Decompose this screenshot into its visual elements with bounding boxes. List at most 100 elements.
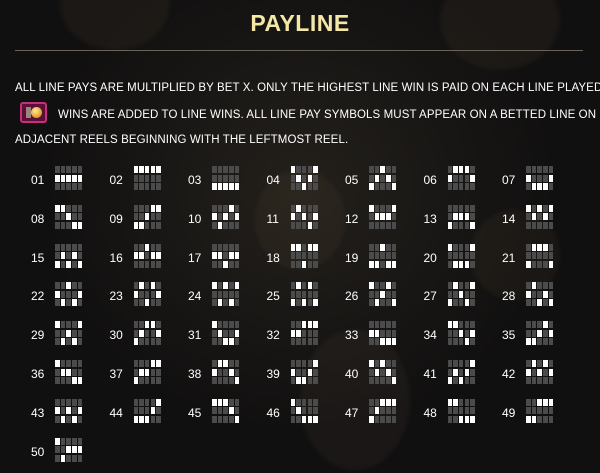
payline-cell-active — [537, 368, 542, 376]
payline-cell — [77, 213, 83, 221]
payline-cell-active — [380, 213, 385, 221]
payline-cell — [66, 221, 71, 229]
payline-cell-active — [453, 213, 458, 221]
payline-cell — [374, 398, 380, 406]
payline-cell — [548, 166, 554, 173]
payline-cell — [531, 166, 537, 173]
payline-cell — [223, 290, 228, 298]
payline-cell — [150, 174, 156, 182]
payline-cell — [307, 260, 313, 268]
payline-pattern — [133, 243, 162, 272]
payline-cell-active — [217, 329, 223, 337]
payline-cell-active — [229, 338, 234, 346]
payline-21: 21 — [502, 243, 582, 272]
payline-cell — [526, 282, 531, 290]
payline-cell — [60, 243, 66, 251]
payline-cell-active — [531, 183, 537, 190]
payline-cell — [77, 368, 83, 376]
payline-cell-active — [77, 260, 83, 268]
payline-cell-active — [391, 377, 397, 384]
payline-cell-active — [290, 368, 295, 376]
payline-cell-active — [212, 282, 217, 290]
payline-cell — [66, 437, 71, 445]
payline-cell — [212, 299, 217, 307]
payline-cell — [55, 213, 60, 221]
payline-cell-active — [531, 338, 537, 346]
payline-cell-active — [234, 377, 240, 384]
payline-cell — [391, 360, 397, 367]
payline-cell — [470, 213, 475, 221]
payline-cell — [526, 299, 531, 307]
payline-cell — [464, 329, 470, 337]
payline-cell — [229, 213, 234, 221]
payline-cell — [307, 290, 313, 298]
payline-cell-active — [66, 368, 71, 376]
payline-cell — [156, 243, 161, 251]
payline-cell-active — [301, 415, 307, 423]
payline-cell — [72, 360, 77, 367]
payline-cell — [386, 377, 391, 384]
payline-cell — [156, 377, 161, 384]
payline-pattern — [133, 321, 162, 349]
payline-pattern — [526, 398, 554, 427]
payline-cell-active — [374, 329, 380, 337]
payline-cell — [313, 398, 318, 406]
payline-cell — [72, 166, 77, 173]
payline-pattern — [212, 398, 240, 427]
payline-cell — [212, 407, 217, 415]
payline-cell-active — [458, 166, 464, 173]
payline-cell — [60, 407, 66, 415]
payline-cell-active — [453, 260, 458, 268]
payline-cell-active — [139, 329, 144, 337]
payline-cell — [301, 282, 307, 290]
payline-cell-active — [150, 204, 156, 212]
payline-cell-active — [217, 299, 223, 307]
payline-cell-active — [156, 360, 161, 367]
payline-cell-active — [531, 360, 537, 367]
payline-cell-active — [77, 221, 83, 229]
payline-pattern — [55, 398, 83, 427]
payline-cell — [144, 204, 150, 212]
payline-cell — [458, 398, 464, 406]
payline-cell-active — [313, 299, 318, 307]
payline-cell-active — [380, 398, 385, 406]
payline-cell — [453, 183, 458, 190]
payline-pattern — [290, 204, 319, 233]
payline-cell-active — [391, 260, 397, 268]
payline-cell — [470, 166, 475, 173]
payline-cell — [212, 415, 217, 423]
payline-36: 36 — [31, 360, 111, 388]
payline-cell — [72, 454, 77, 462]
payline-cell-active — [543, 321, 548, 329]
payline-cell — [386, 415, 391, 423]
payline-cell — [301, 290, 307, 298]
payline-cell — [307, 183, 313, 190]
payline-06: 06 — [424, 166, 504, 194]
payline-cell — [150, 299, 156, 307]
payline-04: 04 — [267, 166, 347, 194]
payline-pattern — [212, 243, 240, 272]
payline-41: 41 — [424, 360, 504, 388]
payline-cell — [386, 166, 391, 173]
payline-cell-active — [139, 221, 144, 229]
payline-cell — [66, 415, 71, 423]
payline-cell — [369, 398, 374, 406]
payline-cell-active — [229, 407, 234, 415]
payline-pattern — [447, 243, 476, 272]
payline-cell — [229, 221, 234, 229]
payline-pattern — [55, 437, 83, 466]
payline-cell — [537, 290, 542, 298]
payline-cell — [537, 282, 542, 290]
payline-cell-active — [380, 290, 385, 298]
payline-cell — [470, 183, 475, 190]
payline-cell — [212, 204, 217, 212]
payline-cell — [296, 321, 301, 329]
payline-cell-active — [543, 213, 548, 221]
payline-cell — [72, 243, 77, 251]
payline-cell — [369, 321, 374, 329]
payline-cell — [369, 338, 374, 346]
payline-27: 27 — [424, 282, 504, 310]
payline-cell — [380, 407, 385, 415]
payline-cell — [447, 213, 452, 221]
